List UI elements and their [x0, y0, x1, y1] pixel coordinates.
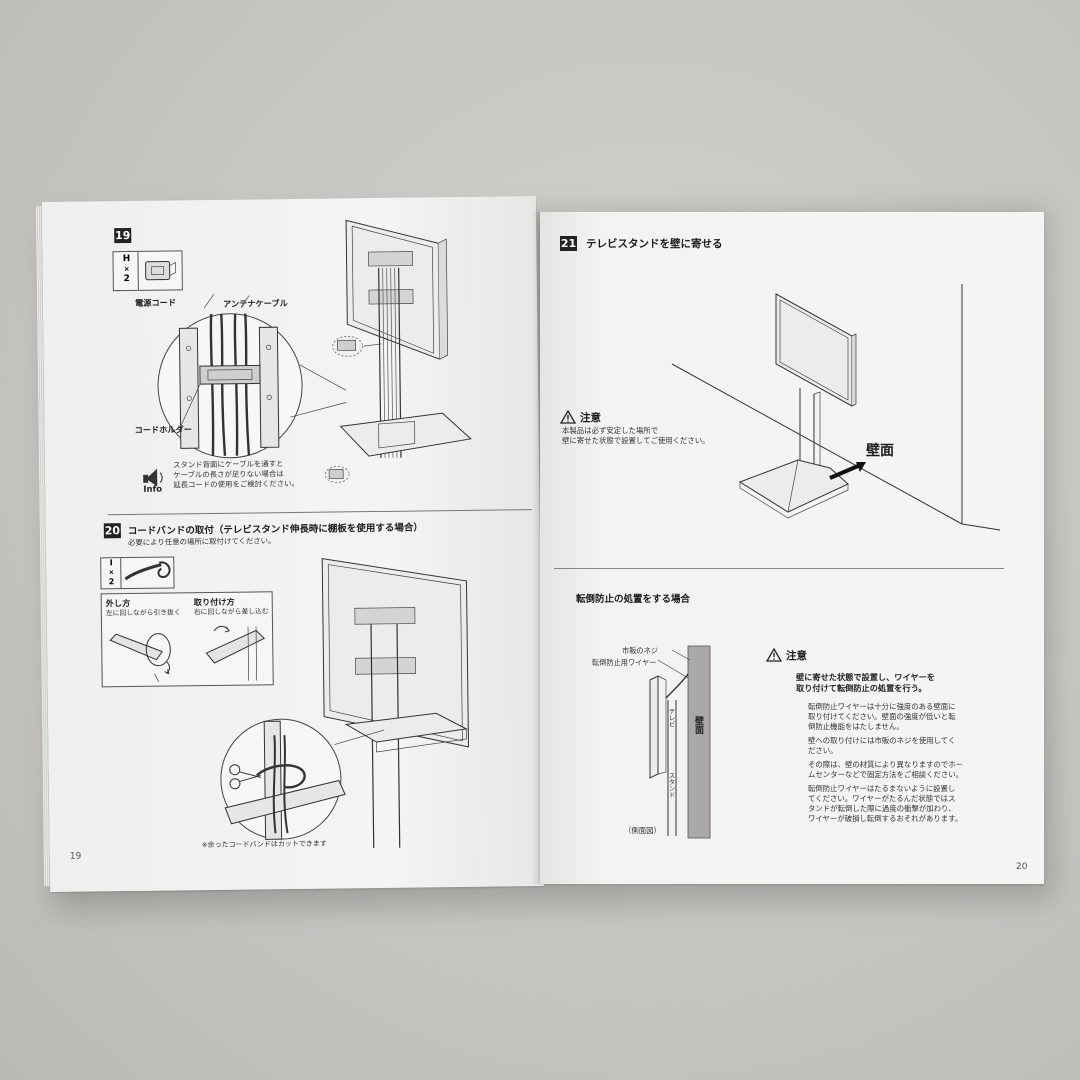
bullet-2-line-2: ださい。 — [808, 746, 838, 755]
step-21-wall-label: 壁面 — [866, 443, 894, 459]
anti-tip-caution-bold: 壁に寄せた状態で設置し、ワイヤーを 取り付けて転倒防止の処置を行う。 — [796, 672, 935, 694]
cord-holder-bottom-icon — [324, 466, 350, 483]
bullet-3-line-2: ムセンターなどで固定方法をご相談ください。 — [808, 770, 964, 779]
info-label: Info — [143, 484, 163, 495]
cord-band-howto-box: 外し方 左に回しながら引き抜く 取り付け方 右に回しながら差し込む — [100, 591, 274, 688]
step-21-caution-title: 注意 — [580, 412, 601, 424]
info-line-3: 延長コードの使用をご検討ください。 — [173, 478, 299, 490]
part-i-qty: 2 — [108, 577, 115, 587]
right-page: 21 テレビスタンドを壁に寄せる 注意 本製品は必ず安定した場所で 壁に寄せた状… — [540, 212, 1044, 884]
step-21-caution-text: 本製品は必ず安定した場所で 壁に寄せた状態で設置してご使用ください。 — [562, 426, 710, 446]
bullet-4-line-1: 転倒防止ワイヤーはたるまないように設置し — [808, 784, 956, 793]
cord-band-detail-illustration — [220, 718, 385, 840]
step-21-badge: 21 — [560, 236, 577, 251]
label-anti-tip-wire: 転倒防止用ワイヤー — [592, 658, 657, 667]
step-20-title: コードバンドの取付（テレビスタンド伸長時に棚板を使用する場合） — [127, 522, 423, 538]
anti-tip-bullet-3: その際は、壁の材質により異なりますのでホー ムセンターなどで固定方法をご相談くだ… — [808, 760, 1008, 780]
cord-holder-attach-icon — [332, 335, 382, 357]
cord-band-part-icon — [124, 561, 171, 581]
left-page: 19 H × 2 電源コード アンテナケーブル — [41, 196, 545, 893]
step-21-caution-line-1: 本製品は必ず安定した場所で — [562, 426, 659, 435]
remove-text: 左に回しながら引き抜く — [105, 608, 181, 618]
part-h-box: H × 2 — [112, 250, 183, 292]
anti-tip-bold-line-2: 取り付けて転倒防止の処置を行う。 — [796, 683, 927, 693]
bullet-3-line-1: その際は、壁の材質により異なりますのでホー — [808, 760, 964, 769]
tv-stand-against-wall-illustration — [671, 284, 1001, 531]
step-21-title: テレビスタンドを壁に寄せる — [586, 238, 723, 250]
part-i-letter: I — [109, 558, 113, 568]
step-20-badge: 20 — [103, 523, 121, 539]
info-megaphone-icon — [143, 468, 163, 487]
cut-note: ※余ったコードバンドはカットできます — [201, 839, 327, 850]
anti-tip-bold-line-1: 壁に寄せた状態で設置し、ワイヤーを — [796, 672, 935, 682]
label-power-cord: 電源コード — [135, 297, 177, 308]
right-page-number: 20 — [1016, 862, 1028, 872]
step-19-badge: 19 — [114, 227, 132, 244]
bullet-2-line-1: 壁への取り付けには市販のネジを使用してく — [808, 736, 956, 745]
label-tv: テレビ — [667, 708, 675, 728]
section-divider-right — [554, 568, 1004, 569]
part-i-box: I × 2 — [100, 556, 175, 590]
part-h-qty: 2 — [123, 273, 130, 285]
attach-text: 右に回しながら差し込む — [193, 607, 269, 617]
bullet-4-line-3: タンドが転倒した際に過度の衝撃が加わり、 — [808, 804, 956, 813]
step-21-caution-line-2: 壁に寄せた状態で設置してご使用ください。 — [562, 436, 710, 445]
label-side-view: （側面図） — [624, 826, 661, 835]
label-commercial-screw: 市販のネジ — [622, 646, 658, 655]
bullet-1-line-2: 取り付けてください。壁面の強度が低いと転 — [808, 712, 956, 721]
bullet-1-line-3: 倒防止機能をはたしません。 — [808, 722, 904, 731]
label-cord-holder: コードホルダー — [134, 424, 192, 435]
side-view-illustration — [649, 645, 711, 839]
anti-tip-bullets: 転倒防止ワイヤーは十分に強度のある壁面に 取り付けてください。壁面の強度が低いと… — [808, 702, 1008, 824]
remove-band-illustration — [109, 633, 171, 682]
left-page-number: 19 — [69, 851, 82, 862]
anti-tip-caution-title: 注意 — [786, 650, 807, 662]
info-text: スタンド背面にケーブルを通すと ケーブルの長さが足りない場合は 延長コードの使用… — [173, 459, 299, 491]
cord-holder-part-icon — [145, 261, 177, 281]
step-20-subtitle: 必要により任意の場所に取付けてください。 — [127, 536, 276, 548]
tv-stand-shelf-illustration — [321, 558, 470, 849]
bullet-4-line-4: ワイヤーが破損し転倒するおそれがあります。 — [808, 814, 963, 823]
caution-triangle-icon — [559, 409, 577, 424]
section-divider-left — [107, 509, 532, 516]
anti-tip-title: 転倒防止の処置をする場合 — [576, 594, 691, 605]
tv-stand-back-illustration — [339, 219, 472, 458]
cord-holder-detail-illustration — [157, 293, 347, 459]
anti-tip-bullet-2: 壁への取り付けには市販のネジを使用してく ださい。 — [808, 736, 1008, 756]
label-wall-side: 壁面 — [693, 716, 703, 734]
label-stand: スタンド — [667, 772, 675, 798]
part-i-times: × — [108, 567, 115, 576]
caution-triangle-icon-2 — [765, 647, 783, 662]
bullet-1-line-1: 転倒防止ワイヤーは十分に強度のある壁面に — [808, 702, 956, 711]
bullet-4-line-2: てください。ワイヤーがたるんだ状態ではス — [808, 794, 956, 803]
part-h-letter: H — [122, 253, 131, 265]
part-h-times: × — [123, 264, 130, 274]
attach-band-illustration — [205, 625, 266, 681]
anti-tip-bullet-1: 転倒防止ワイヤーは十分に強度のある壁面に 取り付けてください。壁面の強度が低いと… — [808, 702, 1008, 732]
anti-tip-bullet-4: 転倒防止ワイヤーはたるまないように設置し てください。ワイヤーがたるんだ状態では… — [808, 784, 1008, 824]
